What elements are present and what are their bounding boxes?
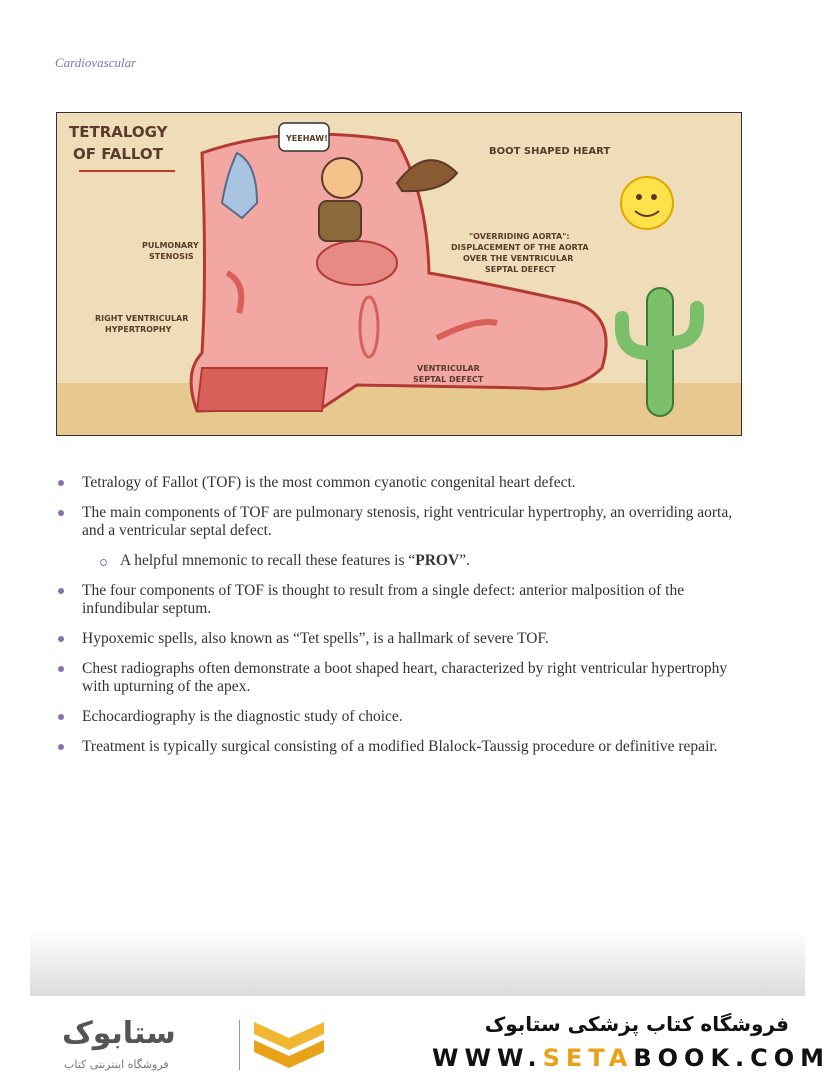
bullet-item: The four components of TOF is thought to… — [58, 582, 758, 618]
cartoon-svg: TETRALOGY OF FALLOT BOOT SHAPED HEART — [57, 113, 741, 435]
speech-bubble: YEEHAW! — [285, 134, 328, 143]
bullet-dot — [58, 480, 64, 486]
bullet-item: Hypoxemic spells, also known as “Tet spe… — [58, 630, 758, 648]
setabook-logo-subtitle: فروشگاه اینترنتی کتاب — [64, 1058, 169, 1071]
label-aorta-2: DISPLACEMENT OF THE AORTA — [451, 243, 589, 252]
figure-title-line1: TETRALOGY — [69, 123, 169, 141]
label-pulmonary-2: STENOSIS — [149, 252, 194, 261]
figure-title-line2: OF FALLOT — [73, 145, 164, 163]
bullet-item: Chest radiographs often demonstrate a bo… — [58, 660, 758, 696]
label-aorta-4: SEPTAL DEFECT — [485, 265, 556, 274]
bullet-dot — [58, 636, 64, 642]
bullet-item: Treatment is typically surgical consisti… — [58, 738, 758, 756]
logo-divider — [239, 1020, 240, 1070]
bullet-dot — [58, 744, 64, 750]
sun-icon — [620, 176, 674, 230]
section-header: Cardiovascular — [55, 55, 137, 70]
bullet-item: Tetralogy of Fallot (TOF) is the most co… — [58, 474, 758, 492]
bullet-list: Tetralogy of Fallot (TOF) is the most co… — [58, 474, 758, 768]
shop-title-fa: فروشگاه کتاب پزشکی ستابوک — [484, 1012, 789, 1036]
footer-gradient — [30, 930, 805, 996]
label-vsd-1: VENTRICULAR — [417, 364, 480, 373]
label-pulmonary-1: PULMONARY — [142, 241, 199, 250]
setabook-emblem-icon — [254, 1022, 324, 1068]
bullet-dot — [58, 510, 64, 516]
boot-heart-icon — [189, 132, 608, 413]
bullet-dot — [58, 588, 64, 594]
sub-bullet-item: A helpful mnemonic to recall these featu… — [58, 552, 758, 570]
bullet-item: Echocardiography is the diagnostic study… — [58, 708, 758, 726]
bullet-dot — [58, 666, 64, 672]
boot-label: BOOT SHAPED HEART — [489, 146, 610, 157]
shop-url: WWW.SETABOOK.COM — [432, 1044, 831, 1072]
cowboy-icon — [220, 151, 459, 242]
label-aorta-3: OVER THE VENTRICULAR — [463, 254, 573, 263]
footer — [0, 996, 835, 1080]
cactus-icon — [615, 287, 704, 417]
label-aorta-1: "OVERRIDING AORTA": — [469, 232, 570, 241]
label-rvh-2: HYPERTROPHY — [105, 325, 172, 334]
bullet-dot — [58, 714, 64, 720]
label-vsd-2: SEPTAL DEFECT — [413, 375, 484, 384]
setabook-logo-text: ستابوک — [62, 1016, 177, 1051]
sub-bullet-ring — [100, 559, 107, 566]
bullet-item: The main components of TOF are pulmonary… — [58, 504, 758, 540]
tof-illustration: TETRALOGY OF FALLOT BOOT SHAPED HEART — [56, 112, 742, 436]
label-rvh-1: RIGHT VENTRICULAR — [95, 314, 188, 323]
